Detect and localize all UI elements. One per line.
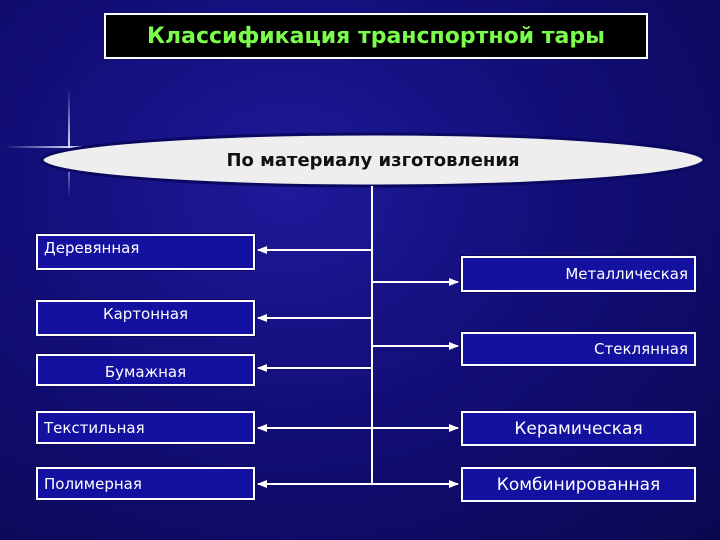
material-box-paper: Бумажная: [36, 354, 255, 386]
material-label: Керамическая: [514, 418, 643, 439]
material-label: Полимерная: [44, 474, 142, 493]
material-box-polymer: Полимерная: [36, 467, 255, 500]
root-label: По материалу изготовления: [226, 149, 520, 171]
material-box-ceramic: Керамическая: [461, 411, 696, 446]
material-label: Бумажная: [104, 363, 187, 381]
material-label: Комбинированная: [496, 474, 661, 495]
material-label: Текстильная: [44, 418, 145, 437]
material-label: Картонная: [102, 305, 189, 323]
material-box-metal: Металлическая: [461, 256, 696, 292]
material-label: Стеклянная: [594, 340, 688, 358]
material-box-combined: Комбинированная: [461, 467, 696, 502]
material-label: Деревянная: [44, 239, 140, 257]
material-label: Металлическая: [565, 265, 688, 283]
diagram-title: Классификация транспортной тары: [147, 23, 605, 49]
sparkle-decoration: [68, 88, 70, 198]
material-box-glass: Стеклянная: [461, 332, 696, 366]
sparkle-decoration: [4, 146, 134, 148]
material-box-wooden: Деревянная: [36, 234, 255, 270]
title-box: Классификация транспортной тары: [104, 13, 648, 59]
material-box-textile: Текстильная: [36, 411, 255, 444]
material-box-cardboard: Картонная: [36, 300, 255, 336]
